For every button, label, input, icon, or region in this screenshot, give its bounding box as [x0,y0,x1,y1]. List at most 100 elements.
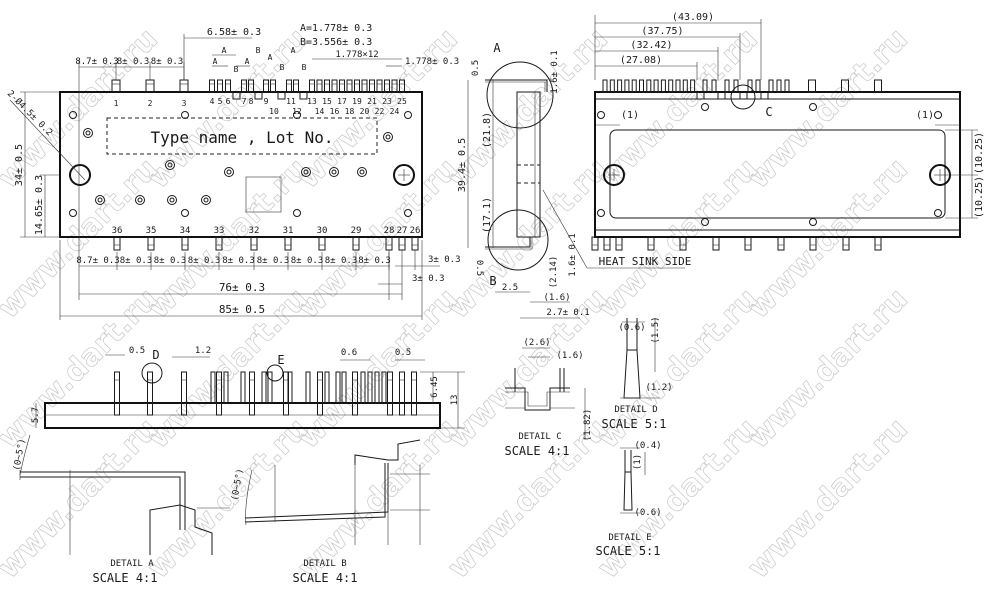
bottom-pin [250,236,258,251]
ejector-mark [83,128,93,138]
rear-top-pin [874,79,882,93]
top-pin [145,79,155,93]
dimension-label-b: B [234,65,239,74]
body-notch [760,92,769,100]
detail-a-reference: A [493,41,501,55]
dimension-label: 1.6± 0.1 [568,233,578,276]
rear-top-pin [776,79,782,93]
ejector-mark [201,195,211,205]
pin-number-label: 18 [345,107,355,116]
dimension-label: 3± 0.3 [412,274,445,284]
tall-pin [181,371,187,416]
detail-c-reference: C [765,105,772,119]
small-hole [293,209,301,217]
ejector-mark [167,195,177,205]
marking-area [106,117,378,155]
watermark-layer: www.dart.ruwww.dart.ruwww.dart.ruwww.dar… [0,21,915,586]
ejector-mark-inner [169,197,175,203]
hole-leader [9,99,86,181]
pin-number-label: 27 [397,226,408,236]
dimension-label: 1.6± 0.1 [550,50,560,93]
dimension-label: (1.5) [651,316,661,343]
short-pin [367,371,373,404]
heat-sink-leader [542,189,685,269]
top-pin [225,79,231,93]
dimension-label: 8.7± 0.3 [76,256,119,266]
dimension-label: 34± 0.5 [14,144,25,186]
dimension-label-a: A [213,57,218,66]
rear-bottom-pin [712,236,720,251]
pin-number-label: 5 [218,97,223,106]
small-hole [701,103,709,111]
rear-bottom-pin [744,236,752,251]
rear-top-pin [617,79,623,93]
rear-bottom-pin [615,236,623,251]
mounting-hole-right [393,164,415,186]
heat-sink-outline [609,129,946,219]
dimension-label: 0.5 [474,260,484,276]
dimension-label: 6.58± 0.3 [207,27,261,38]
detail-e-title: DETAIL E [608,533,651,543]
dimension-label: 2.5 [502,283,518,293]
dimension-label: 6.45 [430,376,440,398]
dimension-label: 1.2 [195,346,211,356]
pin-number-label: 10 [269,107,279,116]
top-pin [293,79,299,93]
dimension-label: 85± 0.5 [219,303,265,316]
bottom-pin [181,236,189,251]
ejector-mark-inner [97,197,103,203]
dimension-label-b: B [256,46,261,55]
rear-top-pin [653,79,659,93]
rear-bottom-pin [647,236,655,251]
top-pin [324,79,330,93]
detail-c-circle [730,84,756,110]
dimension-label-a: A [291,46,296,55]
bottom-pin [147,236,155,251]
body-notch [717,92,726,100]
top-pin [384,79,390,93]
mounting-hole-left [69,164,91,186]
top-pin [270,79,276,93]
bottom-pin [215,236,223,251]
dimension-label: 1.778± 0.3 [405,57,459,67]
body-corner [149,504,213,555]
small-hole [934,111,942,119]
dimension-label: (1) [633,454,643,470]
dimension-label: (37.75) [641,26,683,37]
tall-pin [249,371,255,416]
pin-number-label: 28 [384,226,395,236]
ejector-mark-inner [226,169,232,175]
pin-number-label: 21 [367,97,377,106]
rear-top-pin [690,79,696,93]
drawing-geometry [9,15,978,555]
rear-top-pin [841,79,849,93]
dimension-label: (2.14) [549,256,559,289]
ejector-mark-inner [303,169,309,175]
short-pin [341,371,347,404]
pin-tip-outline [623,471,633,511]
dimension-label: 8± 0.3 [222,256,255,266]
short-pin [305,371,311,404]
pin-number-label: 22 [375,107,385,116]
pin-number-label: 30 [317,226,328,236]
short-pin [267,371,273,404]
top-pin [369,79,375,93]
pin-number-label: 34 [180,226,191,236]
rear-top-pin [724,79,730,93]
dimension-label-b: B [280,63,285,72]
short-pin [261,371,267,404]
short-pin [210,371,216,404]
ejector-mark [383,132,393,142]
dimension-label: 5.7 [31,407,41,423]
pin-number-label: 29 [351,226,362,236]
top-pin [217,79,223,93]
rear-top-pin [702,79,708,93]
pin-number-label: 12 [292,107,302,116]
ejector-mark-inner [385,134,391,140]
short-pin [335,371,341,404]
tall-pin [411,371,417,416]
dimension-label: B=3.556± 0.3 [300,37,372,48]
dimension-label: (10.25) [974,132,985,174]
small-hole [404,209,412,217]
dimension-label: 8.7± 0.3 [75,57,118,67]
